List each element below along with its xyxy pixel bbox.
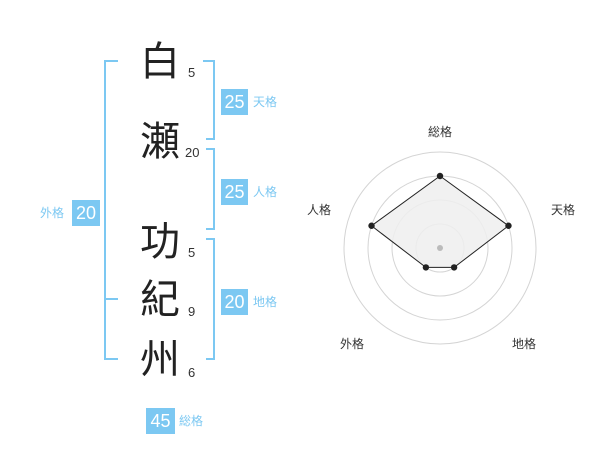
tenkaku-label: 天格 bbox=[253, 95, 278, 109]
chikaku-bracket-top bbox=[206, 238, 215, 240]
stroke-count-4: 9 bbox=[188, 304, 196, 319]
jinkaku-bracket-vertical bbox=[213, 148, 215, 230]
tenkaku-badge: 25 bbox=[221, 89, 248, 115]
name-char-5: 州 bbox=[140, 337, 180, 383]
stroke-count-1: 5 bbox=[188, 65, 196, 80]
stroke-count-2: 20 bbox=[185, 145, 200, 160]
name-char-1: 白 bbox=[140, 39, 180, 85]
radar-label-gaikaku: 外格 bbox=[340, 337, 365, 351]
tenkaku-bracket-vertical bbox=[213, 60, 215, 140]
name-char-2: 瀬 bbox=[140, 119, 180, 165]
radar-label-chikaku: 地格 bbox=[512, 337, 537, 351]
stroke-count-5: 6 bbox=[188, 365, 196, 380]
gaikaku-label: 外格 bbox=[40, 206, 65, 220]
gaikaku-bracket-vertical bbox=[104, 60, 106, 360]
radar-point-chikaku bbox=[450, 264, 458, 271]
radar-point-gaikaku bbox=[422, 264, 430, 271]
chikaku-bracket-bottom bbox=[206, 358, 215, 360]
gaikaku-bracket-mid bbox=[104, 298, 118, 300]
jinkaku-label: 人格 bbox=[253, 185, 278, 199]
radar-point-soukaku bbox=[436, 172, 444, 180]
soukaku-label: 総格 bbox=[179, 414, 204, 428]
gaikaku-badge: 20 bbox=[72, 200, 100, 226]
name-char-3: 功 bbox=[140, 219, 180, 265]
radar-score-polygon bbox=[370, 175, 510, 268]
jinkaku-badge: 25 bbox=[221, 179, 248, 205]
chikaku-badge: 20 bbox=[221, 289, 248, 315]
name-char-4: 紀 bbox=[140, 277, 180, 323]
jinkaku-bracket-top bbox=[206, 148, 215, 150]
stroke-count-3: 5 bbox=[188, 245, 196, 260]
radar-label-jinkaku: 人格 bbox=[307, 203, 332, 217]
radar-point-jinkaku bbox=[368, 222, 375, 229]
tenkaku-bracket-top bbox=[203, 60, 215, 62]
gaikaku-bracket-top bbox=[104, 60, 118, 62]
radar-label-soukaku: 総格 bbox=[428, 125, 453, 139]
radar-center-dot bbox=[437, 245, 443, 251]
radar-ring-4 bbox=[343, 151, 537, 345]
soukaku-badge: 45 bbox=[146, 408, 175, 434]
chikaku-label: 地格 bbox=[253, 295, 278, 309]
radar-label-tenkaku: 天格 bbox=[551, 203, 576, 217]
jinkaku-bracket-bottom bbox=[206, 228, 215, 230]
chikaku-bracket-vertical bbox=[213, 238, 215, 360]
gaikaku-bracket-bottom bbox=[104, 358, 118, 360]
radar-point-tenkaku bbox=[505, 222, 512, 229]
radar-score-points bbox=[368, 172, 512, 271]
tenkaku-bracket-bottom bbox=[206, 138, 215, 140]
